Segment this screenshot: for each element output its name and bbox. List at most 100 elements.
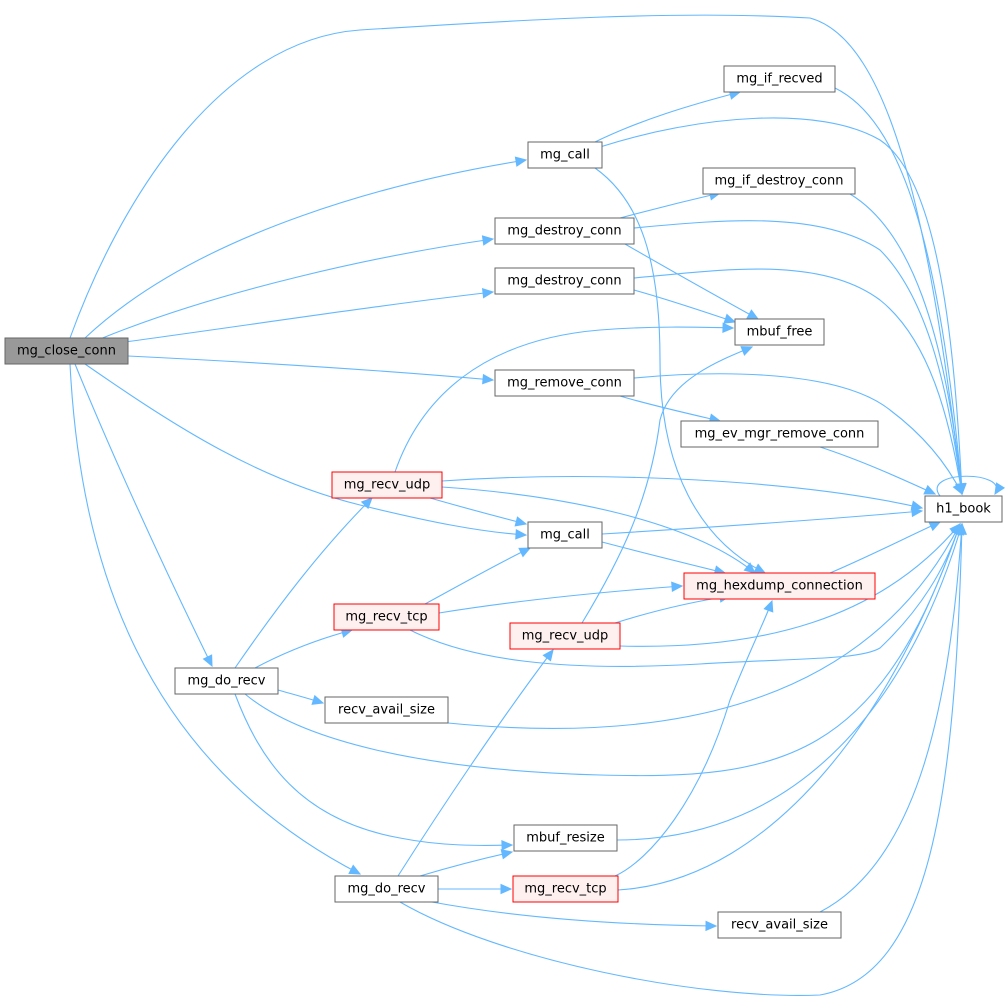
node-label: mg_recv_udp — [344, 478, 431, 493]
node-box[interactable] — [513, 824, 618, 852]
node-box[interactable] — [924, 495, 1003, 523]
edge-line — [614, 595, 731, 624]
arrowhead — [481, 235, 495, 246]
node-recv-avail-size-a[interactable]: recv_avail_size — [324, 696, 449, 724]
edge-mg_do_recv_b-to-mbuf_resize — [419, 849, 514, 877]
edge-line — [594, 167, 766, 574]
edge-mg_do_recv_a-to-mg_recv_udp_a — [234, 497, 373, 669]
node-box[interactable] — [717, 911, 842, 939]
edge-line — [834, 87, 963, 495]
node-mg-call-b[interactable]: mg_call — [527, 521, 603, 549]
node-mg-destroy-conn-a[interactable]: mg_destroy_conn — [494, 217, 635, 245]
arrowhead — [518, 547, 532, 558]
node-mg-call-a[interactable]: mg_call — [527, 141, 603, 169]
node-box[interactable] — [494, 217, 635, 245]
edge-mg_recv_tcp_a-to-mg_call_b — [424, 547, 532, 605]
node-label: mbuf_free — [747, 325, 813, 340]
node-box[interactable] — [331, 471, 443, 499]
edge-line — [99, 238, 494, 340]
arrowhead — [514, 516, 528, 527]
node-mg-recv-udp-b[interactable]: mg_recv_udp — [509, 622, 621, 650]
node-box[interactable] — [683, 572, 876, 600]
edge-mg_ev_mgr_remove_conn-to-h1_book — [819, 446, 937, 495]
edge-mg_close_conn-to-mg_call_b — [84, 363, 528, 540]
node-box[interactable] — [174, 667, 279, 695]
node-box[interactable] — [512, 875, 619, 903]
edge-line — [601, 541, 726, 574]
arrowhead — [740, 346, 754, 356]
node-box[interactable] — [494, 369, 635, 397]
edge-line — [447, 523, 961, 730]
node-mg-if-recved[interactable]: mg_if_recved — [723, 65, 836, 93]
edge-mg_if_destroy_conn-to-h1_book — [849, 193, 967, 496]
arrowhead — [753, 563, 767, 574]
arrowhead — [705, 920, 718, 932]
edge-mg_recv_udp_a-to-mg_call_b — [429, 497, 528, 527]
edge-line — [424, 547, 531, 605]
edge-mg_do_recv_a-to-recv_avail_size_a — [277, 689, 325, 705]
node-mbuf-free[interactable]: mbuf_free — [734, 318, 825, 346]
node-box[interactable] — [334, 875, 439, 903]
arrowhead — [482, 373, 495, 385]
node-mg-close-conn[interactable]: mg_close_conn — [4, 337, 129, 365]
node-mg-hexdump-connection[interactable]: mg_hexdump_connection — [683, 572, 876, 600]
node-label: mg_recv_udp — [522, 629, 609, 644]
node-label: h1_book — [936, 502, 991, 517]
arrowhead — [763, 599, 774, 613]
node-mg-recv-tcp-a[interactable]: mg_recv_tcp — [333, 603, 440, 631]
edge-line — [819, 446, 936, 495]
node-label: mg_if_destroy_conn — [714, 174, 843, 189]
edge-mg_call_b-to-h1_book — [601, 506, 924, 535]
node-mg-remove-conn[interactable]: mg_remove_conn — [494, 369, 635, 397]
edge-h1_book-to-h1_book — [936, 475, 1006, 497]
edge-mg_close_conn-to-mg_destroy_conn_a — [99, 235, 495, 340]
arrowhead — [923, 484, 937, 495]
node-box[interactable] — [680, 420, 879, 448]
arrowhead — [501, 840, 514, 851]
node-mg-do-recv-a[interactable]: mg_do_recv — [174, 667, 279, 695]
node-mg-recv-udp-a[interactable]: mg_recv_udp — [331, 471, 443, 499]
node-recv-avail-size-b[interactable]: recv_avail_size — [717, 911, 842, 939]
node-box[interactable] — [324, 696, 449, 724]
node-box[interactable] — [702, 167, 856, 195]
node-label: mbuf_resize — [526, 831, 605, 846]
node-box[interactable] — [734, 318, 825, 346]
node-box[interactable] — [527, 521, 603, 549]
node-label: mg_call — [540, 148, 590, 163]
arrowhead — [952, 482, 963, 496]
node-mg-do-recv-b[interactable]: mg_do_recv — [334, 875, 439, 903]
node-label: mg_destroy_conn — [507, 274, 621, 289]
edge-line — [419, 851, 513, 877]
node-box[interactable] — [723, 65, 836, 93]
edge-line — [624, 243, 759, 320]
edge-line — [409, 523, 961, 667]
edge-mg_recv_udp_a-to-mg_hexdump_connection — [441, 486, 756, 574]
arrowhead — [481, 287, 495, 299]
node-box[interactable] — [527, 141, 603, 169]
edge-line — [441, 476, 923, 509]
edge-line — [127, 355, 494, 381]
edge-line — [619, 192, 721, 219]
node-mg-ev-mgr-remove-conn[interactable]: mg_ev_mgr_remove_conn — [680, 420, 879, 448]
node-box[interactable] — [333, 603, 440, 631]
node-mg-if-destroy-conn[interactable]: mg_if_destroy_conn — [702, 167, 856, 195]
node-mg-recv-tcp-b[interactable]: mg_recv_tcp — [512, 875, 619, 903]
edge-line — [616, 523, 963, 841]
edge-line — [633, 268, 963, 495]
node-mbuf-resize[interactable]: mbuf_resize — [513, 824, 618, 852]
node-mg-destroy-conn-b[interactable]: mg_destroy_conn — [494, 267, 635, 295]
node-box[interactable] — [509, 622, 621, 650]
arrowhead — [746, 309, 760, 320]
arrowhead — [515, 529, 528, 540]
edge-mg_do_recv_b-to-mg_recv_tcp_b — [438, 883, 513, 895]
edge-mg_do_recv_a-to-mg_recv_tcp_a — [254, 627, 354, 669]
edge-line — [594, 91, 741, 143]
edge-mg_do_recv_b-to-mg_recv_udp_b — [397, 649, 554, 877]
edge-mg_do_recv_a-to-mbuf_resize — [234, 693, 514, 851]
node-box[interactable] — [494, 267, 635, 295]
edge-mg_close_conn-to-mg_remove_conn — [127, 355, 495, 385]
node-box[interactable] — [4, 337, 129, 365]
arrowhead — [911, 506, 924, 518]
node-h1-book[interactable]: h1_book — [924, 495, 1003, 523]
